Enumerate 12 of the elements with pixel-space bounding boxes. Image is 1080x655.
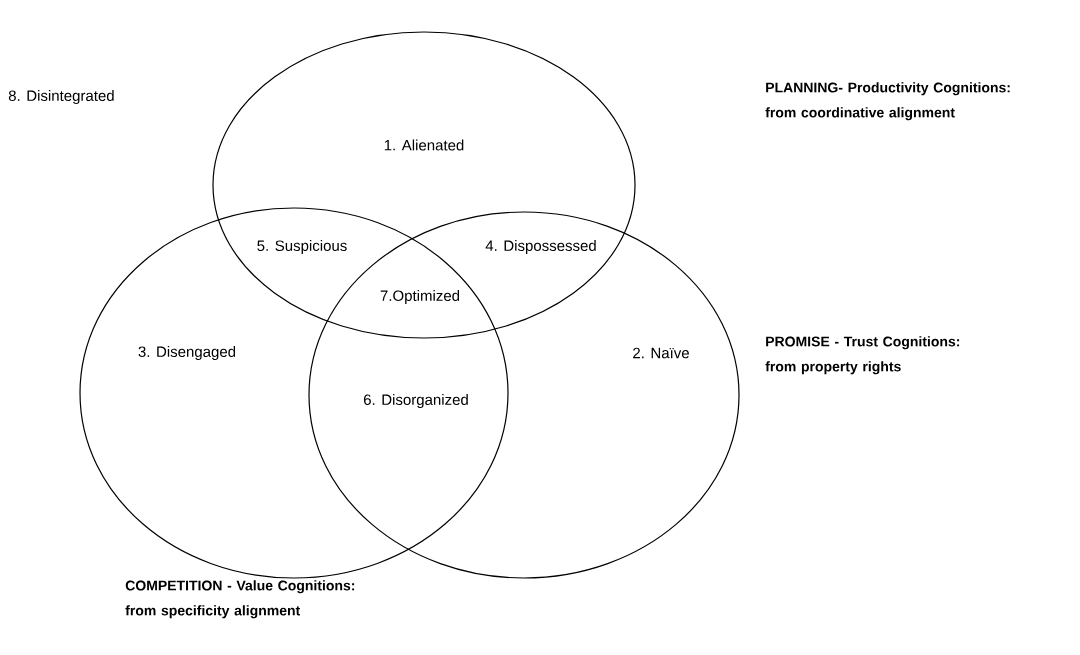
set-heading: PROMISE - Trust Cognitions: from property rights: [765, 336, 960, 375]
venn-ellipse: [212, 31, 636, 339]
region-label: 3. Disengaged: [138, 346, 236, 360]
set-heading: COMPETITION - Value Cognitions: from specificity alignment: [125, 580, 355, 619]
region-label: 1. Alienated: [384, 139, 464, 151]
region-label: 5. Suspicious: [257, 240, 347, 254]
set-heading: PLANNING- Productivity Cognitions: from coordinative alignment: [765, 82, 1010, 121]
region-label: 2. Naïve: [633, 347, 689, 359]
region-label: 4. Dispossessed: [485, 240, 596, 254]
region-label: 8. Disintegrated: [8, 90, 114, 104]
region-label: 7.Optimized: [380, 290, 460, 304]
region-label: 6. Disorganized: [363, 394, 468, 408]
